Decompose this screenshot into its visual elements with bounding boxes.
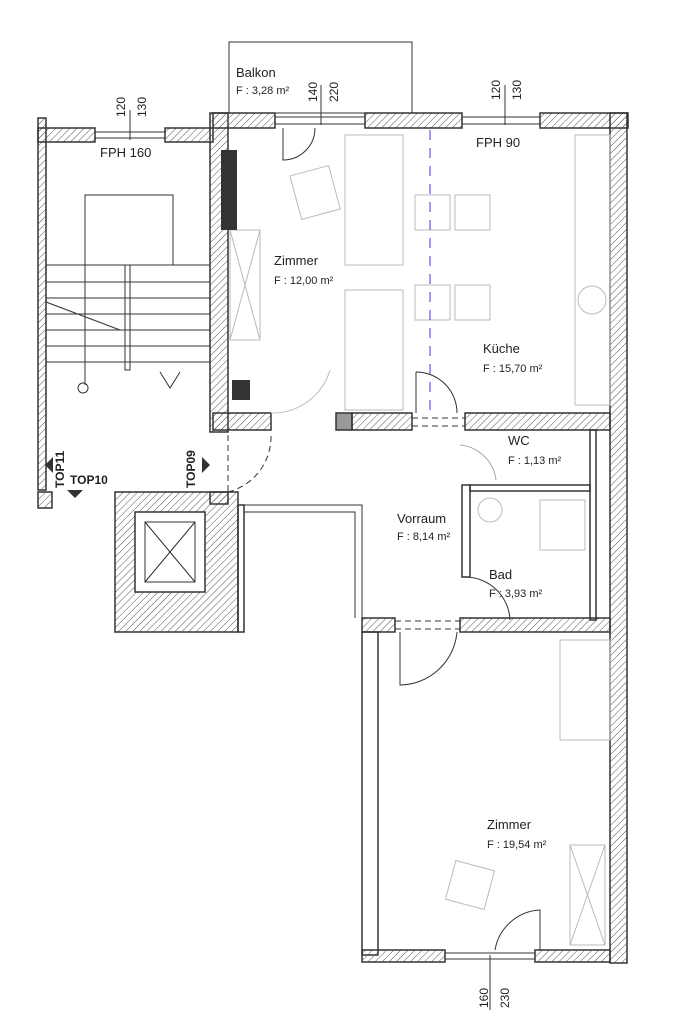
room-area-zimmer-2: F : 19,54 m² [487, 839, 547, 851]
room-name-zimmer-2: Zimmer [487, 817, 532, 832]
unit-label-top10: TOP10 [70, 473, 108, 487]
radiator [221, 150, 237, 230]
room-area-wc: F : 1,13 m² [508, 455, 562, 467]
stairs [45, 194, 210, 394]
room-name-balkon: Balkon [236, 65, 276, 80]
doors [227, 127, 541, 951]
window-dim: 120 [489, 79, 503, 100]
window-dim: 130 [135, 96, 149, 117]
furniture [229, 134, 611, 946]
windows [95, 85, 540, 1010]
chimney [232, 380, 250, 400]
room-name-kueche: Küche [483, 341, 520, 356]
window-dim: 120 [114, 96, 128, 117]
arrow-down-icon [67, 490, 83, 498]
window-dim: 130 [510, 79, 524, 100]
room-name-zimmer-1: Zimmer [274, 253, 319, 268]
room-name-vorraum: Vorraum [397, 511, 447, 526]
room-area-bad: F : 3,93 m² [489, 588, 543, 600]
window-dim: 220 [327, 81, 341, 102]
room-area-vorraum: F : 8,14 m² [397, 531, 451, 543]
room-area-kueche: F : 15,70 m² [483, 363, 543, 375]
room-name-wc: WC [508, 433, 530, 448]
window-dim: 160 [477, 987, 491, 1008]
room-name-bad: Bad [489, 567, 513, 582]
walls [37, 41, 629, 964]
room-area-zimmer-1: F : 12,00 m² [274, 275, 334, 287]
room-area-balkon: F : 3,28 m² [236, 85, 290, 97]
unit-label-top09: TOP09 [184, 450, 198, 488]
window-dim: 140 [306, 81, 320, 102]
window-label-fph160: FPH 160 [100, 145, 152, 160]
arrow-right-icon [202, 457, 210, 473]
window-label-fph90: FPH 90 [476, 135, 521, 150]
arrow-left-icon [45, 457, 53, 473]
window-dim: 230 [498, 987, 512, 1008]
unit-label-top11: TOP11 [53, 450, 67, 488]
